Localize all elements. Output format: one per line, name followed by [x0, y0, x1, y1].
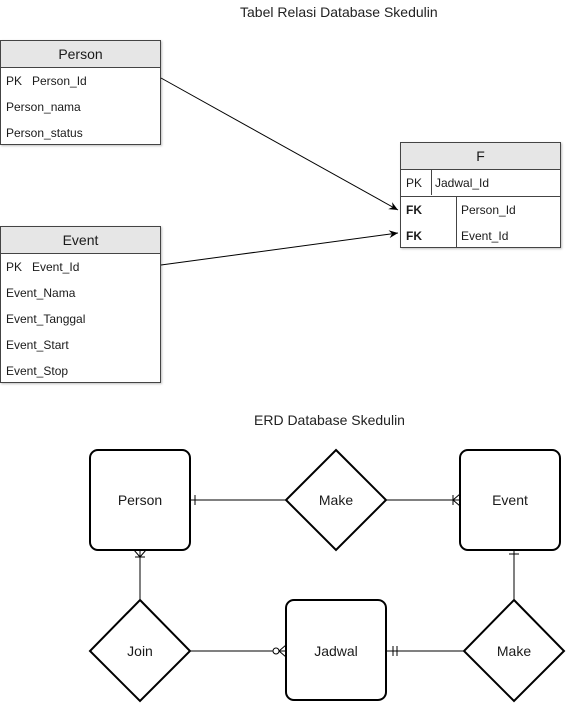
event-row-3: Event_Tanggal	[1, 306, 160, 332]
person-row-1: PK Person_Id	[1, 68, 160, 94]
f-row-fk-1: FK Person_Id	[401, 197, 560, 223]
entity-person-label: Person	[118, 492, 162, 508]
card-event-many	[452, 493, 461, 507]
event-row-2-field: Event_Nama	[6, 286, 76, 300]
relationship-make-right-label: Make	[497, 643, 531, 659]
person-row-2-field: Person_nama	[6, 100, 81, 114]
person-row-3-field: Person_status	[6, 126, 83, 140]
card-person-many	[133, 549, 147, 558]
f-row-fk-1-key: FK	[406, 203, 422, 217]
relationship-join[interactable]	[88, 598, 192, 703]
entity-event[interactable]	[459, 449, 561, 551]
person-row-2: Person_nama	[1, 94, 160, 120]
entity-event-label: Event	[492, 492, 528, 508]
relationship-make-top-label: Make	[319, 492, 353, 508]
person-row-1-key: PK	[6, 74, 23, 88]
relationship-join-label: Join	[127, 643, 153, 659]
event-row-5: Event_Stop	[1, 358, 160, 384]
event-row-4-field: Event_Start	[6, 338, 69, 352]
event-row-1: PK Event_Id	[1, 254, 160, 280]
f-row-fk-2: FK Event_Id	[401, 223, 560, 249]
card-jadwal-many	[278, 644, 287, 658]
f-table-pk-divider	[431, 169, 432, 195]
f-table-header: F	[401, 143, 560, 170]
event-row-2: Event_Nama	[1, 280, 160, 306]
relation-title: Tabel Relasi Database Skedulin	[240, 4, 438, 20]
event-row-1-key: PK	[6, 260, 23, 274]
f-row-pk: PK Jadwal_Id	[401, 170, 560, 197]
event-table-header: Event	[1, 227, 160, 254]
card-jadwal-one	[392, 646, 398, 656]
f-table[interactable]: F PK Jadwal_Id FK Person_Id FK Event_Id	[400, 142, 561, 248]
f-row-fk-2-key: FK	[406, 229, 422, 243]
relationship-make-top[interactable]	[284, 448, 388, 552]
f-row-pk-field: Jadwal_Id	[435, 176, 490, 190]
entity-person[interactable]	[89, 449, 191, 551]
person-table-header: Person	[1, 41, 160, 68]
person-table[interactable]: Person PK Person_Id Person_nama Person_st…	[0, 40, 161, 145]
arrow-person-to-f	[160, 77, 399, 211]
f-row-fk-2-field: Event_Id	[461, 229, 509, 243]
f-row-fk-1-field: Person_Id	[461, 203, 516, 217]
arrow-event-to-f	[160, 230, 399, 266]
event-row-3-field: Event_Tanggal	[6, 312, 86, 326]
entity-jadwal-label: Jadwal	[314, 643, 358, 659]
erd-title: ERD Database Skedulin	[254, 412, 405, 428]
person-row-3: Person_status	[1, 120, 160, 146]
card-jadwal-zero	[272, 647, 280, 655]
event-table[interactable]: Event PK Event_Id Event_Nama Event_Tangga…	[0, 226, 161, 383]
event-row-4: Event_Start	[1, 332, 160, 358]
event-row-1-field: Event_Id	[32, 260, 80, 274]
f-row-pk-key: PK	[406, 176, 423, 190]
person-row-1-field: Person_Id	[32, 74, 87, 88]
entity-jadwal[interactable]	[285, 599, 387, 701]
relationship-make-right[interactable]	[462, 598, 566, 703]
event-row-5-field: Event_Stop	[6, 364, 69, 378]
f-table-fk-divider	[456, 196, 457, 248]
